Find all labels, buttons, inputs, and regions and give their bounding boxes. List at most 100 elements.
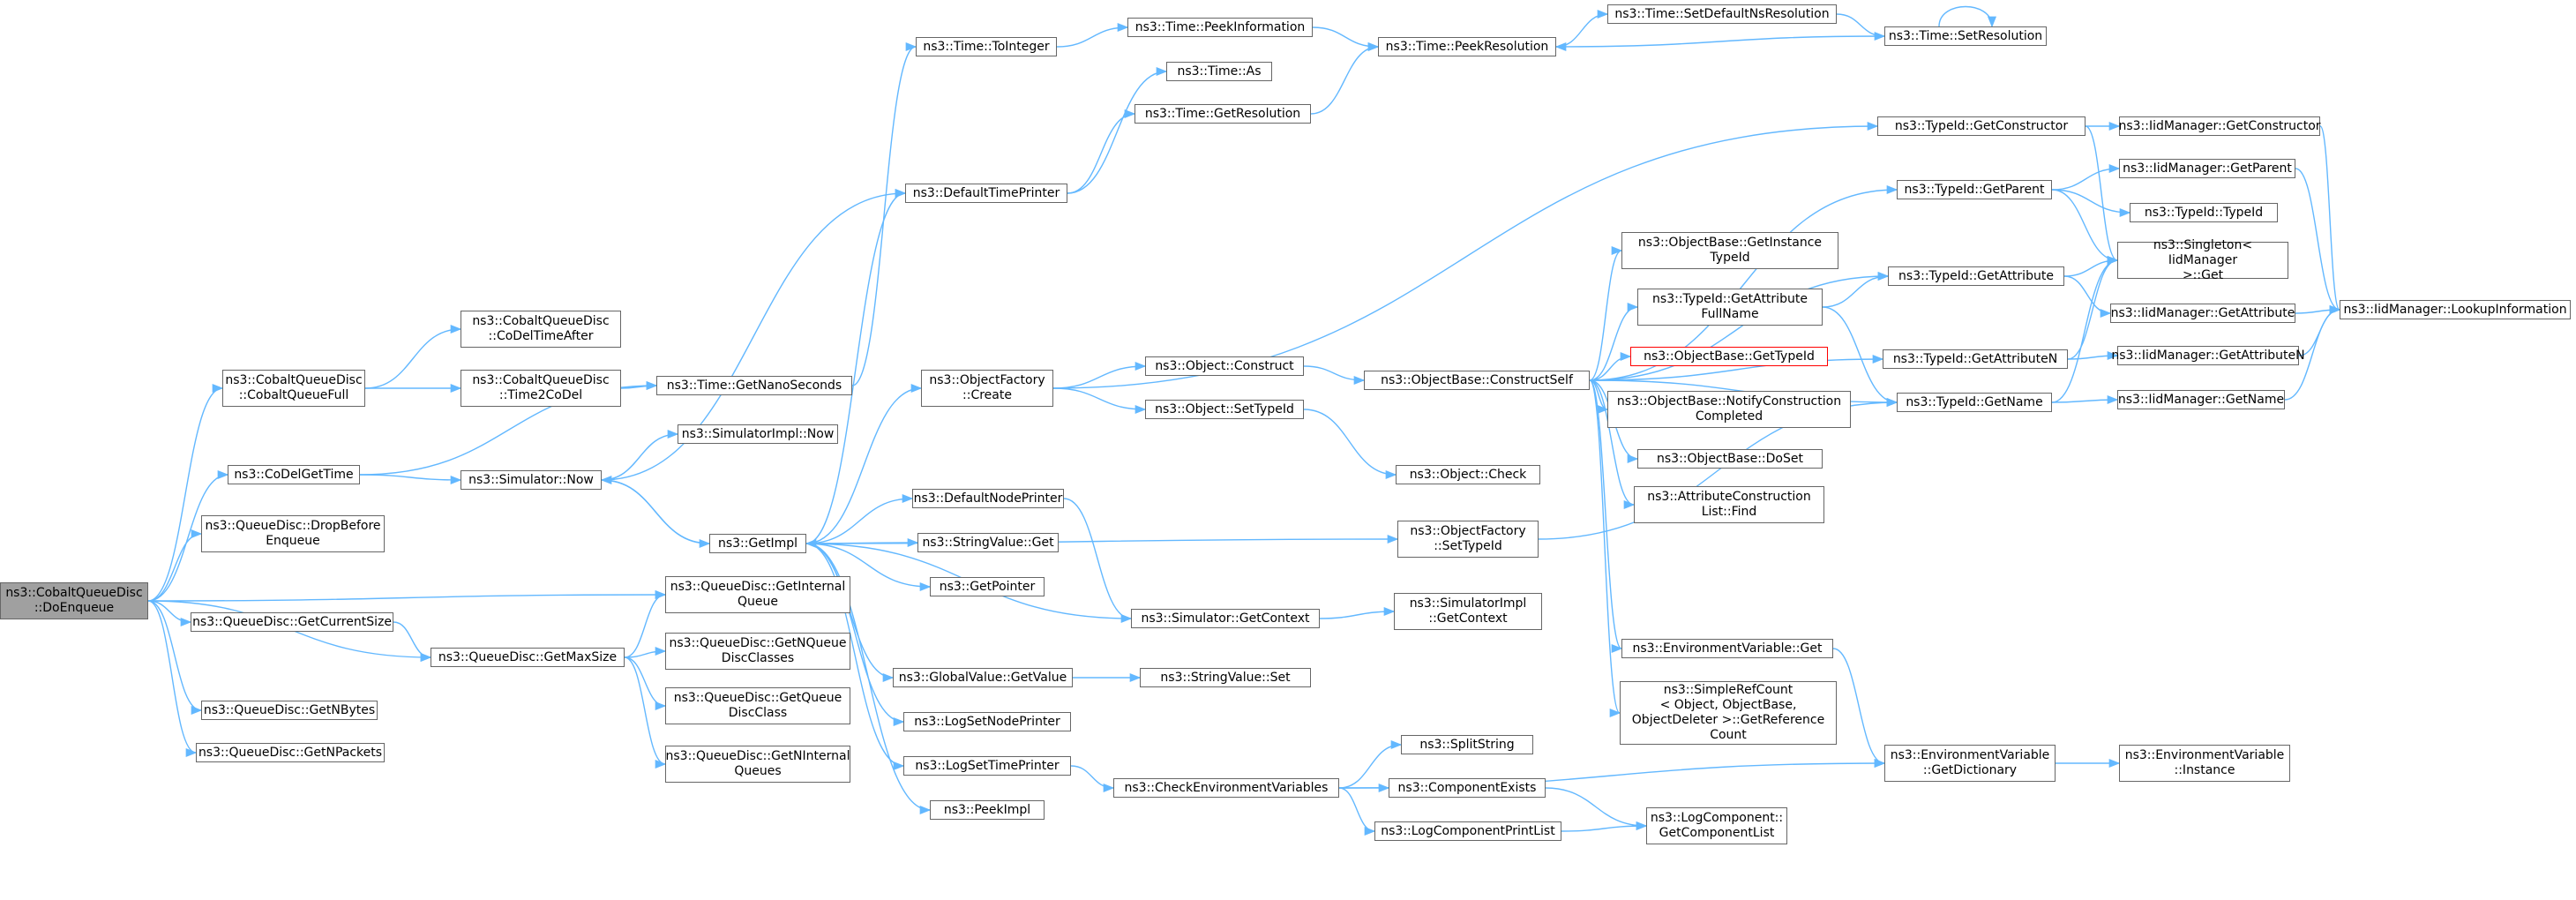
edge-typeIdGetAttributeN-to-iidGetAttributeN bbox=[2067, 350, 2119, 361]
node-get-impl[interactable]: ns3::GetImpl bbox=[709, 534, 806, 553]
edge-envVarGet-to-envVarGetDictionary bbox=[1832, 648, 1886, 768]
node-object-construct[interactable]: ns3::Object::Construct bbox=[1145, 356, 1304, 376]
node-string-value-set[interactable]: ns3::StringValue::Set bbox=[1140, 668, 1311, 687]
node-type-id-get-attribute-n[interactable]: ns3::TypeId::GetAttributeN bbox=[1883, 349, 2068, 369]
edge-getAttributeFullName-to-typeIdGetName bbox=[1822, 306, 1898, 408]
node-construct-self[interactable]: ns3::ObjectBase::ConstructSelf bbox=[1364, 371, 1590, 390]
node-codel-time-after[interactable]: ns3::CobaltQueueDisc ::CoDelTimeAfter bbox=[461, 311, 621, 348]
node-time-peek-information[interactable]: ns3::Time::PeekInformation bbox=[1127, 18, 1313, 37]
node-iid-get-attribute[interactable]: ns3::IidManager::GetAttribute bbox=[2110, 304, 2295, 323]
node-string-value-get[interactable]: ns3::StringValue::Get bbox=[917, 533, 1059, 552]
node-get-nano-seconds[interactable]: ns3::Time::GetNanoSeconds bbox=[656, 376, 852, 395]
node-object-factory-set-type-id[interactable]: ns3::ObjectFactory ::SetTypeId bbox=[1397, 521, 1539, 558]
edge-logSetTimePrinter-to-checkEnvVars bbox=[1070, 765, 1115, 793]
node-type-id-get-name[interactable]: ns3::TypeId::GetName bbox=[1897, 393, 2052, 412]
node-log-set-time-printer[interactable]: ns3::LogSetTimePrinter bbox=[903, 756, 1071, 776]
edge-checkEnvVars-to-splitString bbox=[1338, 739, 1403, 789]
node-get-instance-type-id[interactable]: ns3::ObjectBase::GetInstance TypeId bbox=[1621, 232, 1838, 269]
edge-getMaxSize-to-getInternalQueue bbox=[624, 589, 667, 658]
edge-constructSelf-to-simpleRefCount bbox=[1589, 379, 1621, 717]
node-log-component-print-list[interactable]: ns3::LogComponentPrintList bbox=[1374, 821, 1561, 841]
edge-timeSetResolution-to-timePeekResolution bbox=[1554, 35, 1885, 52]
node-component-exists[interactable]: ns3::ComponentExists bbox=[1389, 778, 1546, 798]
node-iid-get-name[interactable]: ns3::IidManager::GetName bbox=[2117, 390, 2285, 409]
node-type-id-get-constructor[interactable]: ns3::TypeId::GetConstructor bbox=[1877, 116, 2086, 136]
node-default-node-printer[interactable]: ns3::DefaultNodePrinter bbox=[912, 489, 1064, 508]
node-iid-get-parent[interactable]: ns3::IidManager::GetParent bbox=[2119, 159, 2295, 178]
node-get-pointer[interactable]: ns3::GetPointer bbox=[930, 577, 1045, 596]
edge-constructSelf-to-getAttributeFullName bbox=[1589, 302, 1639, 381]
edge-getMaxSize-to-getNQueueDiscClasses bbox=[624, 646, 667, 658]
node-time-set-resolution[interactable]: ns3::Time::SetResolution bbox=[1884, 26, 2047, 46]
node-iid-get-attribute-n[interactable]: ns3::IidManager::GetAttributeN bbox=[2111, 346, 2305, 365]
node-notify-construction-completed[interactable]: ns3::ObjectBase::NotifyConstruction Comp… bbox=[1607, 391, 1851, 428]
edge-getAttributeFullName-to-typeIdGetAttribute bbox=[1822, 271, 1890, 308]
edge-typeIdGetAttribute-to-iidGetAttribute bbox=[2063, 275, 2112, 319]
node-get-max-size[interactable]: ns3::QueueDisc::GetMaxSize bbox=[431, 648, 625, 667]
node-split-string[interactable]: ns3::SplitString bbox=[1401, 735, 1533, 754]
node-object-factory-create[interactable]: ns3::ObjectFactory ::Create bbox=[921, 370, 1053, 407]
node-get-n-queue-disc-classes[interactable]: ns3::QueueDisc::GetNQueue DiscClasses bbox=[665, 633, 850, 670]
node-env-var-get-dictionary[interactable]: ns3::EnvironmentVariable ::GetDictionary bbox=[1884, 745, 2056, 782]
node-type-id-get-attribute[interactable]: ns3::TypeId::GetAttribute bbox=[1888, 266, 2064, 286]
node-type-id-get-parent[interactable]: ns3::TypeId::GetParent bbox=[1897, 180, 2052, 199]
node-codel-get-time[interactable]: ns3::CoDelGetTime bbox=[228, 465, 360, 484]
node-get-n-packets[interactable]: ns3::QueueDisc::GetNPackets bbox=[196, 743, 385, 762]
edge-timeToInteger-to-timePeekInformation bbox=[1056, 22, 1129, 48]
edge-defaultTimePrinter-to-timeAs bbox=[1067, 66, 1168, 194]
node-time-set-default-ns-resolution[interactable]: ns3::Time::SetDefaultNsResolution bbox=[1607, 4, 1837, 24]
node-time-as[interactable]: ns3::Time::As bbox=[1166, 62, 1272, 81]
node-simple-ref-count[interactable]: ns3::SimpleRefCount < Object, ObjectBase… bbox=[1620, 681, 1837, 745]
node-get-current-size[interactable]: ns3::QueueDisc::GetCurrentSize bbox=[191, 612, 393, 632]
node-time-peek-resolution[interactable]: ns3::Time::PeekResolution bbox=[1378, 37, 1556, 56]
node-time-get-resolution[interactable]: ns3::Time::GetResolution bbox=[1134, 104, 1311, 124]
edge-root-to-dropBeforeEnqueue bbox=[147, 529, 203, 602]
edge-getImpl-to-getPointer bbox=[805, 543, 932, 592]
edge-getImpl-to-logSetNodePrinter bbox=[805, 543, 905, 726]
node-default-time-printer[interactable]: ns3::DefaultTimePrinter bbox=[905, 184, 1067, 203]
node-singleton-get[interactable]: ns3::Singleton< IidManager >::Get bbox=[2117, 238, 2288, 282]
node-global-value-get-value[interactable]: ns3::GlobalValue::GetValue bbox=[893, 668, 1073, 687]
edge-root-to-getNPackets bbox=[147, 600, 198, 757]
node-check-env-vars[interactable]: ns3::CheckEnvironmentVariables bbox=[1113, 778, 1339, 798]
node-time2-co-del[interactable]: ns3::CobaltQueueDisc ::Time2CoDel bbox=[461, 370, 621, 407]
node-time-to-integer[interactable]: ns3::Time::ToInteger bbox=[916, 37, 1057, 56]
node-cobalt-queue-full[interactable]: ns3::CobaltQueueDisc ::CobaltQueueFull bbox=[222, 370, 365, 407]
node-type-id-type-id[interactable]: ns3::TypeId::TypeId bbox=[2130, 203, 2278, 222]
edge-constructSelf-to-typeIdGetParent bbox=[1589, 184, 1898, 381]
node-attr-construction-list-find[interactable]: ns3::AttributeConstruction List::Find bbox=[1634, 486, 1824, 523]
node-env-var-get[interactable]: ns3::EnvironmentVariable::Get bbox=[1621, 639, 1833, 658]
node-get-component-list[interactable]: ns3::LogComponent:: GetComponentList bbox=[1646, 807, 1787, 844]
edge-iidGetName-to-iidLookupInformation bbox=[2284, 304, 2341, 401]
edge-typeIdGetConstructor-to-singletonGet bbox=[2085, 125, 2119, 265]
node-object-check[interactable]: ns3::Object::Check bbox=[1396, 465, 1540, 484]
node-simulator-now[interactable]: ns3::Simulator::Now bbox=[461, 470, 602, 490]
node-object-set-type-id[interactable]: ns3::Object::SetTypeId bbox=[1145, 400, 1304, 419]
node-simulator-impl-get-context[interactable]: ns3::SimulatorImpl ::GetContext bbox=[1394, 593, 1542, 630]
node-env-var-instance[interactable]: ns3::EnvironmentVariable ::Instance bbox=[2119, 745, 2290, 782]
edge-getMaxSize-to-getNInternalQueues bbox=[624, 656, 667, 769]
node-get-n-internal-queues[interactable]: ns3::QueueDisc::GetNInternal Queues bbox=[665, 746, 850, 783]
node-simulator-impl-now[interactable]: ns3::SimulatorImpl::Now bbox=[678, 424, 838, 444]
node-get-queue-disc-class[interactable]: ns3::QueueDisc::GetQueue DiscClass bbox=[665, 687, 850, 724]
edge-constructSelf-to-attrConstructionListFind bbox=[1589, 379, 1636, 509]
edge-timePeekInformation-to-timePeekResolution bbox=[1312, 26, 1380, 52]
node-get-n-bytes[interactable]: ns3::QueueDisc::GetNBytes bbox=[201, 701, 378, 720]
node-peek-impl[interactable]: ns3::PeekImpl bbox=[930, 800, 1045, 820]
node-get-attribute-full-name[interactable]: ns3::TypeId::GetAttribute FullName bbox=[1637, 289, 1823, 326]
edge-getImpl-to-logSetTimePrinter bbox=[805, 543, 905, 770]
node-iid-get-constructor[interactable]: ns3::IidManager::GetConstructor bbox=[2118, 116, 2321, 136]
node-iid-lookup-information[interactable]: ns3::IidManager::LookupInformation bbox=[2340, 300, 2571, 319]
node-root: ns3::CobaltQueueDisc ::DoEnqueue bbox=[0, 582, 148, 619]
edge-defaultTimePrinter-to-timeGetResolution bbox=[1067, 109, 1136, 194]
edge-typeIdGetAttribute-to-singletonGet bbox=[2063, 255, 2119, 277]
node-simulator-get-context[interactable]: ns3::Simulator::GetContext bbox=[1131, 609, 1320, 628]
edge-defaultNodePrinter-to-simulatorGetContext bbox=[1063, 498, 1133, 623]
node-object-base-get-type-id[interactable]: ns3::ObjectBase::GetTypeId bbox=[1630, 347, 1828, 366]
node-get-internal-queue[interactable]: ns3::QueueDisc::GetInternal Queue bbox=[665, 576, 850, 613]
edge-iidGetParent-to-iidLookupInformation bbox=[2295, 168, 2341, 314]
node-drop-before-enqueue[interactable]: ns3::QueueDisc::DropBefore Enqueue bbox=[201, 515, 385, 552]
edge-codelGetTime-to-simulatorNow bbox=[359, 474, 462, 485]
node-do-set[interactable]: ns3::ObjectBase::DoSet bbox=[1637, 449, 1823, 469]
node-log-set-node-printer[interactable]: ns3::LogSetNodePrinter bbox=[903, 712, 1071, 731]
